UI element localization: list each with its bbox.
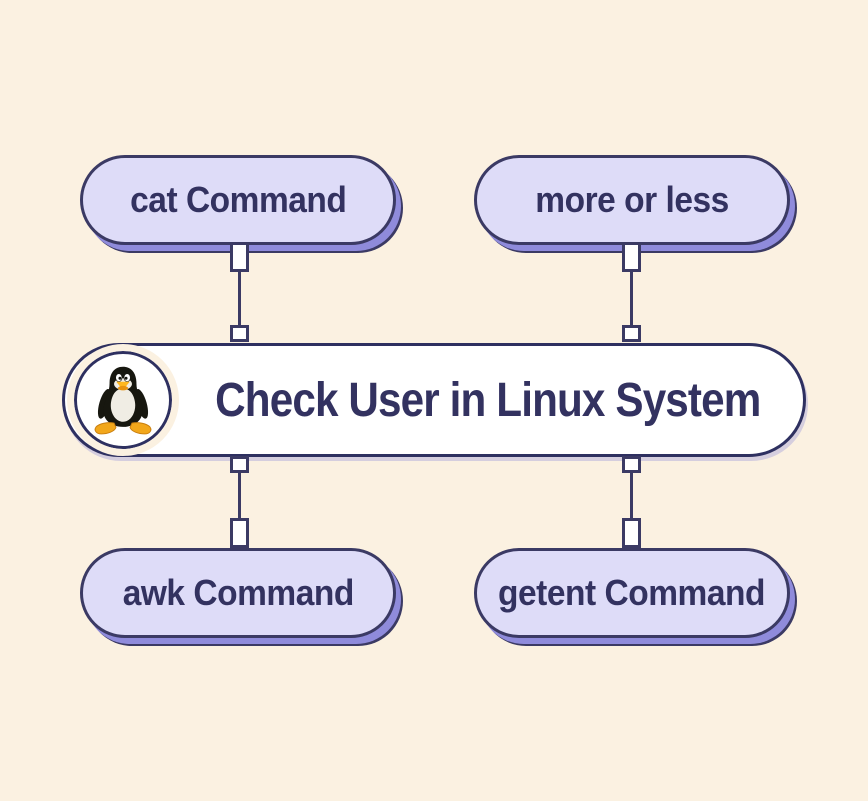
connector-line-bottom-left [238, 462, 241, 524]
node-cat-command: cat Command [80, 155, 396, 245]
connector-joint [622, 518, 641, 548]
node-label: more or less [535, 179, 729, 220]
connector-joint [230, 518, 249, 548]
connector-joint [230, 242, 249, 272]
connector-joint [230, 325, 249, 342]
connector-line-top-right [630, 258, 633, 330]
title-banner: Check User in Linux System [62, 343, 806, 457]
node-label: getent Command [498, 572, 766, 613]
connector-joint [230, 456, 249, 473]
connector-line-bottom-right [630, 462, 633, 524]
connector-line-top-left [238, 258, 241, 330]
connector-joint [622, 242, 641, 272]
diagram-title: Check User in Linux System [215, 373, 761, 427]
node-awk-command: awk Command [80, 548, 396, 638]
connector-joint [622, 325, 641, 342]
node-getent-command: getent Command [474, 548, 790, 638]
node-label: awk Command [122, 572, 354, 613]
linux-tux-icon [94, 366, 152, 435]
connector-joint [622, 456, 641, 473]
tux-badge [67, 344, 179, 456]
node-more-or-less: more or less [474, 155, 790, 245]
node-label: cat Command [129, 179, 347, 220]
